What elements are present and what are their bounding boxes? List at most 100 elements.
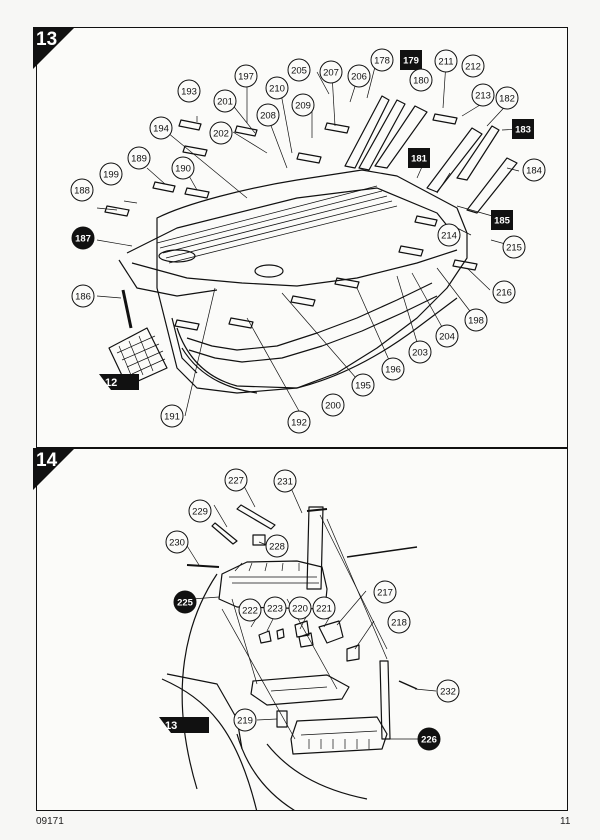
part-callout-number: 214 xyxy=(441,231,457,242)
part-callout-199: 199 xyxy=(99,162,123,186)
part-callout-187: 187 xyxy=(71,226,95,250)
part-callout-197: 197 xyxy=(234,64,258,88)
fin-184 xyxy=(466,157,518,214)
part-callout-number: 180 xyxy=(413,76,429,87)
part-callout-number: 219 xyxy=(237,716,253,727)
part-callout-228: 228 xyxy=(265,534,289,558)
part-callout-number: 217 xyxy=(377,588,393,599)
ref-step-13-marker: 13 xyxy=(159,717,209,733)
part-callout-number: 222 xyxy=(242,606,258,617)
part-callout-number: 210 xyxy=(269,84,285,95)
part-callout-number: 223 xyxy=(267,604,283,615)
part-callout-178: 178 xyxy=(370,48,394,72)
part-callout-188: 188 xyxy=(70,178,94,202)
deck-outline xyxy=(156,169,468,394)
part-callout-226: 226 xyxy=(417,727,441,751)
part-callout-231: 231 xyxy=(273,469,297,493)
part-callout-number: 206 xyxy=(351,72,367,83)
part-callout-number: 204 xyxy=(439,332,455,343)
part-callout-number: 209 xyxy=(295,101,311,112)
part-callout-192: 192 xyxy=(287,410,311,434)
fin-182 xyxy=(426,127,483,193)
part-callout-number: 212 xyxy=(465,62,481,73)
step-13-number-tab: 13 xyxy=(33,27,75,69)
part-callout-number: 191 xyxy=(164,412,180,423)
part-callout-number: 182 xyxy=(499,94,515,105)
part-callout-181: 181 xyxy=(408,148,430,168)
part-callout-221: 221 xyxy=(312,596,336,620)
part-callout-217: 217 xyxy=(373,580,397,604)
part-callout-205: 205 xyxy=(287,58,311,82)
part-callout-185: 185 xyxy=(491,210,513,230)
part-callout-203: 203 xyxy=(408,340,432,364)
part-callout-194: 194 xyxy=(149,116,173,140)
part-callout-206: 206 xyxy=(347,64,371,88)
part-callout-229: 229 xyxy=(188,499,212,523)
ref-step-12-label: 12 xyxy=(105,377,117,389)
part-callout-number: 211 xyxy=(438,57,453,68)
part-callout-number: 230 xyxy=(169,538,185,549)
cabin-floor xyxy=(250,674,350,706)
ramp-grid xyxy=(108,327,168,387)
part-callout-207: 207 xyxy=(319,60,343,84)
part-callout-193: 193 xyxy=(177,79,201,103)
part-callout-number: 181 xyxy=(411,154,428,165)
part-callout-number: 208 xyxy=(260,111,276,122)
part-callout-183: 183 xyxy=(512,119,534,139)
part-callout-number: 186 xyxy=(75,292,91,303)
part-callout-number: 183 xyxy=(515,125,531,136)
step-13-panel: 12 178 179 180 181 182 183 184 185 186 187 188 189 1… xyxy=(36,27,568,448)
part-callout-number: 229 xyxy=(192,507,208,518)
fin-180 xyxy=(374,105,428,169)
part-callout-number: 189 xyxy=(131,154,147,165)
part-callout-number: 225 xyxy=(177,598,194,609)
page-code: 09171 xyxy=(36,816,64,827)
part-callout-number: 185 xyxy=(494,216,511,227)
part-callout-number: 202 xyxy=(213,129,229,140)
part-callout-number: 195 xyxy=(355,381,371,392)
part-callout-number: 227 xyxy=(228,476,244,487)
part-callout-232: 232 xyxy=(436,679,460,703)
part-callout-230: 230 xyxy=(165,530,189,554)
part-callout-222: 222 xyxy=(238,598,262,622)
part-callout-number: 187 xyxy=(75,234,91,245)
part-callout-223: 223 xyxy=(263,596,287,620)
part-callout-212: 212 xyxy=(461,54,485,78)
part-callout-216: 216 xyxy=(492,280,516,304)
part-callout-number: 197 xyxy=(238,72,254,83)
step-13-drawing: 12 178 179 180 181 182 183 184 185 186 187 188 189 1… xyxy=(70,48,546,434)
step-14-number-tab: 14 xyxy=(33,448,75,490)
part-callout-211: 211 xyxy=(434,49,458,73)
step-13-number: 13 xyxy=(36,29,58,50)
part-callout-189: 189 xyxy=(127,146,151,170)
part-callout-214: 214 xyxy=(437,223,461,247)
part-callout-225: 225 xyxy=(173,590,197,614)
part-callout-number: 218 xyxy=(391,618,407,629)
part-callout-number: 184 xyxy=(526,166,542,177)
part-callout-number: 226 xyxy=(421,735,437,746)
part-callout-number: 216 xyxy=(496,288,512,299)
part-callout-220: 220 xyxy=(288,596,312,620)
ref-step-13-label: 13 xyxy=(165,720,177,732)
part-callout-number: 178 xyxy=(374,56,390,67)
part-callout-190: 190 xyxy=(171,156,195,180)
part-callout-number: 193 xyxy=(181,87,197,98)
part-callout-186: 186 xyxy=(71,284,95,308)
part-callout-number: 188 xyxy=(74,186,90,197)
part-callout-number: 213 xyxy=(475,91,491,102)
part-callout-number: 228 xyxy=(269,542,285,553)
part-callout-196: 196 xyxy=(381,357,405,381)
part-callout-number: 190 xyxy=(175,164,191,175)
ref-step-12-marker: 12 xyxy=(99,374,139,390)
fin-178 xyxy=(344,95,390,169)
fin-183 xyxy=(456,125,500,181)
part-callout-number: 179 xyxy=(403,56,419,67)
part-callout-201: 201 xyxy=(213,89,237,113)
part-callout-number: 203 xyxy=(412,348,428,359)
part-callout-198: 198 xyxy=(464,308,488,332)
part-callout-227: 227 xyxy=(224,468,248,492)
part-callout-182: 182 xyxy=(495,86,519,110)
part-callout-number: 231 xyxy=(277,477,293,488)
